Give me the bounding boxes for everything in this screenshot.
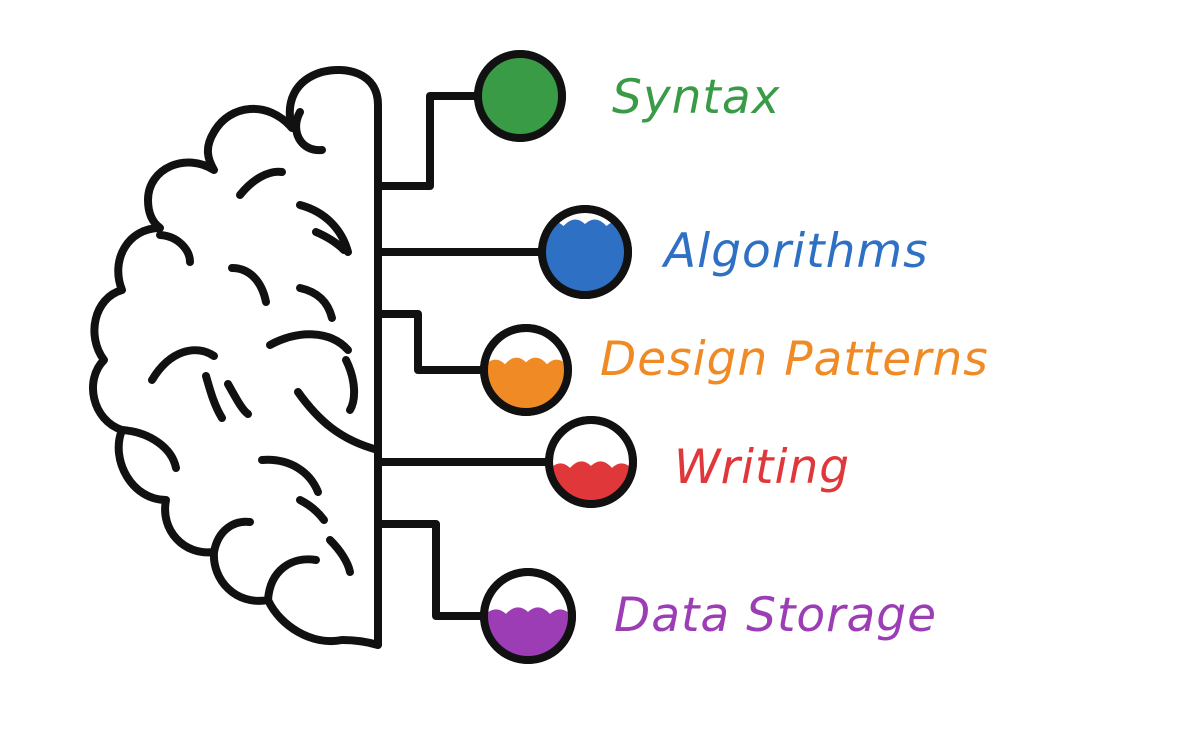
brain-fold: [296, 284, 336, 322]
node-ring-syntax: [474, 50, 566, 142]
brain-outline: [89, 65, 382, 649]
brain-fold: [224, 380, 252, 418]
brain-fold: [312, 228, 348, 254]
node-fill-algorithms: [545, 219, 625, 292]
brain-fold: [148, 346, 218, 384]
connector-design-patterns: [374, 310, 486, 374]
nodes-layer: [474, 50, 637, 664]
brain-fold: [258, 455, 322, 496]
label-data-storage: Data Storage: [614, 588, 938, 643]
node-ring-data-storage: [480, 568, 576, 664]
label-syntax: Syntax: [612, 70, 781, 125]
brain-fold: [294, 388, 382, 454]
brain-fold: [292, 108, 326, 155]
connector-syntax: [374, 92, 482, 190]
brain-fold: [296, 496, 328, 524]
brain-fold: [264, 555, 320, 604]
label-algorithms: Algorithms: [664, 224, 929, 279]
brain-fold: [236, 167, 286, 199]
brain-fold: [202, 372, 226, 422]
node-ring-design-patterns: [480, 324, 572, 416]
node-ring-writing: [545, 416, 637, 508]
brain-fold: [210, 517, 254, 556]
label-design-patterns: Design Patterns: [600, 332, 989, 387]
brain-fold: [156, 231, 194, 266]
brain-fold: [296, 201, 352, 256]
node-fill-data-storage: [487, 607, 569, 657]
node-ring-algorithms: [538, 205, 632, 299]
node-fill-syntax: [481, 57, 559, 135]
node-fill-writing: [552, 461, 630, 501]
label-writing: Writing: [674, 440, 851, 495]
connector-data-storage: [374, 520, 486, 620]
node-fill-design-patterns: [487, 357, 565, 409]
brain-fold: [118, 426, 180, 472]
brain-fold: [342, 356, 359, 414]
brain-fold: [326, 536, 354, 576]
brain-fold: [228, 264, 270, 306]
brain-fold: [266, 330, 352, 354]
